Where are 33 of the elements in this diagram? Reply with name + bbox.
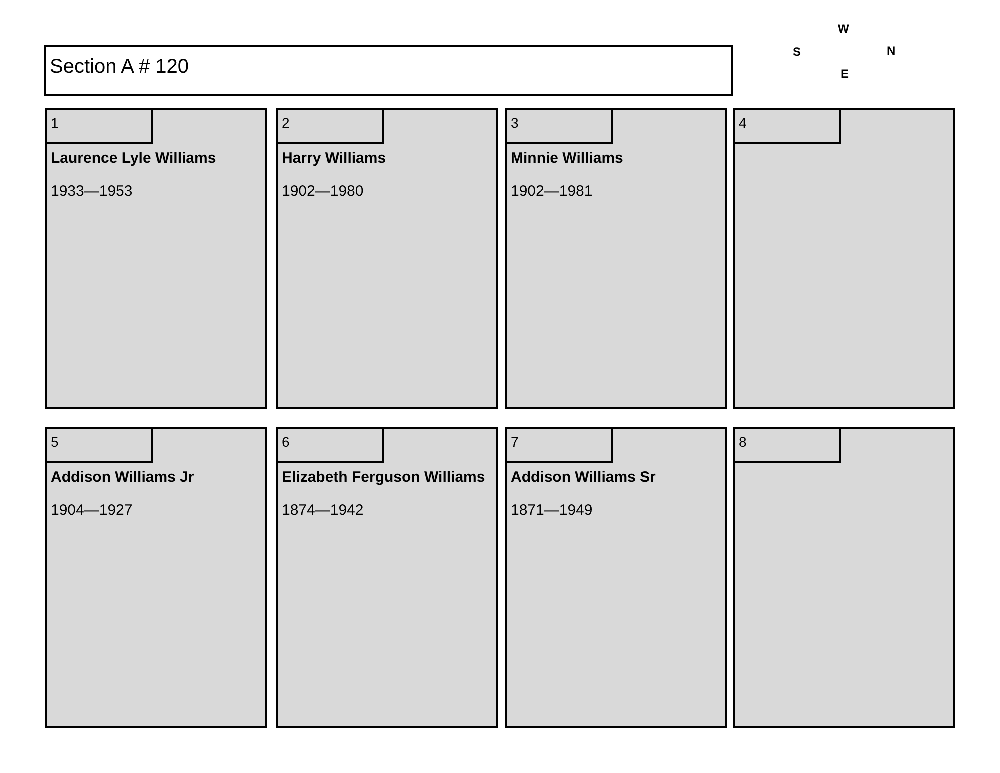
plot-number-tab: 4 — [735, 110, 841, 144]
plot-number-tab: 7 — [507, 429, 613, 463]
plot-number-tab: 1 — [47, 110, 153, 144]
person-name: Elizabeth Ferguson Williams — [282, 469, 486, 488]
plot-box — [733, 108, 955, 409]
plot-box — [505, 108, 727, 409]
person-name: Addison Williams Sr — [511, 469, 656, 488]
plot-box — [733, 427, 955, 728]
plot-box — [276, 108, 498, 409]
person-name: Addison Williams Jr — [51, 469, 194, 488]
life-dates: 1904—1927 — [51, 502, 133, 521]
life-dates: 1933—1953 — [51, 183, 133, 202]
life-dates: 1871—1949 — [511, 502, 593, 521]
person-name: Harry Williams — [282, 150, 386, 169]
compass-direction-label: E — [841, 68, 850, 80]
plot-box — [45, 108, 267, 409]
person-name: Laurence Lyle Williams — [51, 150, 216, 169]
compass-direction-label: S — [793, 46, 802, 58]
life-dates: 1902—1980 — [282, 183, 364, 202]
compass-direction-label: W — [838, 23, 850, 35]
plot-box — [276, 427, 498, 728]
plot-number-tab: 8 — [735, 429, 841, 463]
person-name: Minnie Williams — [511, 150, 624, 169]
life-dates: 1874—1942 — [282, 502, 364, 521]
plot-number-tab: 5 — [47, 429, 153, 463]
life-dates: 1902—1981 — [511, 183, 593, 202]
plot-number-tab: 3 — [507, 110, 613, 144]
plot-box — [505, 427, 727, 728]
plot-box — [45, 427, 267, 728]
section-header-box: Section A # 120 — [44, 45, 733, 96]
plot-number-tab: 6 — [278, 429, 384, 463]
compass-direction-label: N — [887, 45, 896, 57]
plot-number-tab: 2 — [278, 110, 384, 144]
